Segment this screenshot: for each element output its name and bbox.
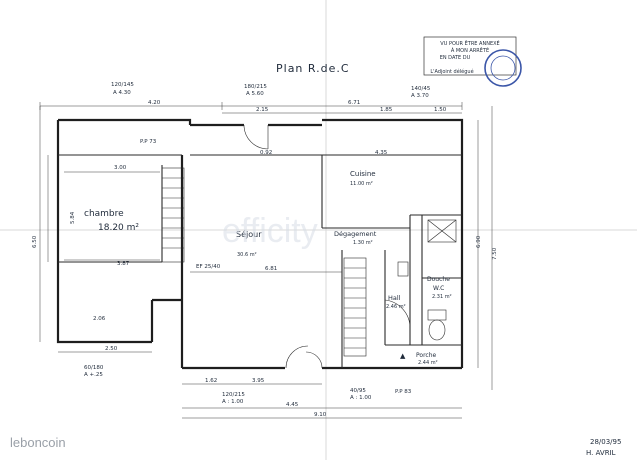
stamp-line-1: VU POUR ÊTRE ANNEXÉ [440,39,499,47]
dim-inner-435: 4.35 [375,150,388,156]
wc-bowl [428,319,446,341]
room-wc-label: W.C [433,285,444,292]
washbasin [397,261,409,277]
dim-top-right-a: A 3.70 [411,93,429,99]
stamp-adjoint: L'Adjoint délégué [430,68,473,75]
door-swings [243,124,411,369]
dim-inner-206: 2.06 [93,316,106,322]
room-sejour-area: 30.6 m² [237,252,257,258]
room-porche-label: Porche [416,352,437,359]
room-hall-label: Hall [388,294,401,302]
dim-top-right-frac: 140/45 [411,86,431,92]
interior-walls [58,154,462,368]
stairs-center [343,257,367,357]
dim-right-690: 6.90 [476,235,482,248]
dim-top-mid-frac: 180/215 [244,84,267,90]
dim-left-650: 6.50 [32,235,38,248]
dim-top-185: 1.85 [380,107,393,113]
dim-pp83: P.P 83 [395,389,412,395]
dim-inner-300: 3.00 [114,165,127,171]
dim-bottom-frac-c: 40/95 [350,388,366,394]
top-dimensions: 120/145 A 4.30 4.20 180/215 A 5.60 6.71 … [39,82,463,114]
room-cuisine-area: 11.00 m² [350,181,373,187]
dim-bottom-a-125: A +.25 [84,372,103,378]
stamp-seal [484,49,522,87]
shower-tray [427,219,457,243]
dim-right-750: 7.50 [492,247,498,260]
stamp-line-2: À MON ARRÊTÉ [451,46,489,54]
approval-stamp: VU POUR ÊTRE ANNEXÉ À MON ARRÊTÉ EN DATE… [423,36,522,87]
interior-dimensions: 0.92 4.35 3.00 3.87 6.81 2.06 P.P 73 EF … [64,139,388,322]
dim-inner-681: 6.81 [265,266,277,272]
dim-pp73: P.P 73 [140,139,157,145]
bathroom-fixtures [397,219,457,341]
stamp-line-3: EN DATE DU [440,55,471,61]
wc-tank [427,309,447,321]
dim-inner-92: 0.92 [260,150,272,156]
room-hall-area: 2.46 m² [386,304,406,310]
room-labels: chambre 18.20 m² Séjour 30.6 m² Cuisine … [84,170,452,366]
signature-name: H. AVRIL [586,449,616,457]
room-sejour-label: Séjour [236,229,262,239]
dim-top-left-frac: 120/145 [111,82,134,88]
dim-top-215: 2.15 [256,107,269,113]
dim-bottom-a-c: A : 1.00 [350,395,372,401]
entrance-arrow: ▲ [400,352,406,360]
room-chambre-label: chambre [84,209,124,219]
dim-top-150: 1.50 [434,107,447,113]
plan-title: Plan R.de.C [276,62,350,75]
dim-top-mid-a: A 5.60 [246,91,264,97]
dim-top-right-total: 6.71 [348,100,360,106]
dim-ef: EF 25/40 [196,264,221,270]
exterior-walls [56,118,464,370]
dim-bottom-frac-b: 120/215 [222,392,245,398]
signature-date: 28/03/95 [590,438,621,446]
dim-left-584: 5.84 [70,211,76,224]
side-dimensions: 5.84 6.50 6.90 7.50 [32,106,498,390]
stairs-left [161,167,185,263]
room-porche-area: 2.44 m² [418,360,438,366]
room-degagement-area: 1.30 m² [353,240,373,246]
bottom-dimensions: 2.50 60/180 A +.25 3.95 1.62 120/215 A :… [58,346,462,419]
leboncoin-watermark: leboncoin [10,435,66,450]
dim-bottom-frac-a: 60/180 [84,365,104,371]
room-cuisine-label: Cuisine [350,170,376,178]
dim-bottom-910: 9.10 [314,412,327,418]
dim-top-left-a: A 4.30 [113,90,131,96]
center-watermark: efficity [222,212,318,250]
dim-top-left-total: 4.20 [148,100,161,106]
dim-bottom-395: 3.95 [252,378,265,384]
dim-bottom-a-b: A : 1.00 [222,399,244,405]
room-wc-area: 2.31 m² [432,294,452,300]
dim-bottom-250: 2.50 [105,346,118,352]
dim-inner-387: 3.87 [117,261,130,267]
dim-bottom-162: 1.62 [205,378,217,384]
room-chambre-area: 18.20 m² [98,223,139,233]
room-degagement-label: Dégagement [334,230,377,238]
room-douche-label: Douche [427,276,450,283]
dim-bottom-445: 4.45 [286,402,299,408]
